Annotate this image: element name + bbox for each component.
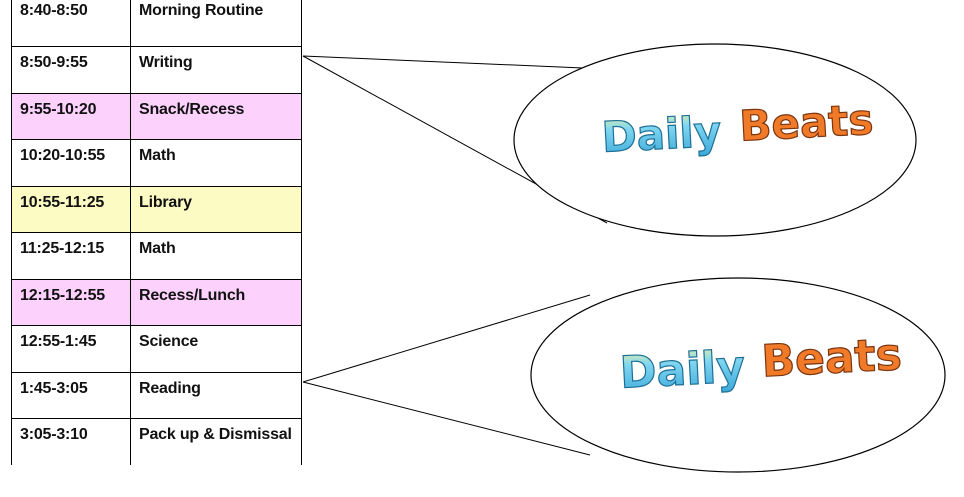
svg-text:Daily: Daily xyxy=(619,341,747,398)
activity-cell: Snack/Recess xyxy=(130,92,302,140)
time-cell: 8:40-8:50 xyxy=(11,0,131,47)
callout-bubble: Daily Beats xyxy=(302,43,917,237)
svg-text:Beats: Beats xyxy=(738,95,874,151)
time-cell: 11:25-12:15 xyxy=(11,232,131,280)
callout-pointer-line xyxy=(302,381,591,456)
daily-beats-logo: Daily Beats xyxy=(600,94,875,162)
time-cell: 1:45-3:05 xyxy=(11,371,131,419)
activity-cell: Math xyxy=(130,232,302,280)
daily-beats-logo: Daily Beats xyxy=(618,329,904,400)
activity-cell: Pack up & Dismissal xyxy=(130,418,302,465)
callout-pointer-line xyxy=(302,294,591,383)
svg-text:Daily: Daily xyxy=(601,107,723,162)
time-cell: 8:50-9:55 xyxy=(11,46,131,94)
time-cell: 10:20-10:55 xyxy=(11,139,131,187)
svg-text:Beats: Beats xyxy=(760,329,903,387)
callout-ellipse xyxy=(530,277,946,473)
callout-bubble: Daily Beats xyxy=(302,277,946,473)
time-cell: 10:55-11:25 xyxy=(11,185,131,233)
callout-ellipse xyxy=(513,43,917,237)
activity-cell: Math xyxy=(130,139,302,187)
time-cell: 12:15-12:55 xyxy=(11,278,131,326)
activity-cell: Recess/Lunch xyxy=(130,278,302,326)
activity-cell: Library xyxy=(130,185,302,233)
callout-pointer-line xyxy=(302,55,584,69)
activity-cell: Morning Routine xyxy=(130,0,302,47)
activity-cell: Reading xyxy=(130,371,302,419)
time-cell: 12:55-1:45 xyxy=(11,325,131,373)
time-cell: 3:05-3:10 xyxy=(11,418,131,465)
time-cell: 9:55-10:20 xyxy=(11,92,131,140)
